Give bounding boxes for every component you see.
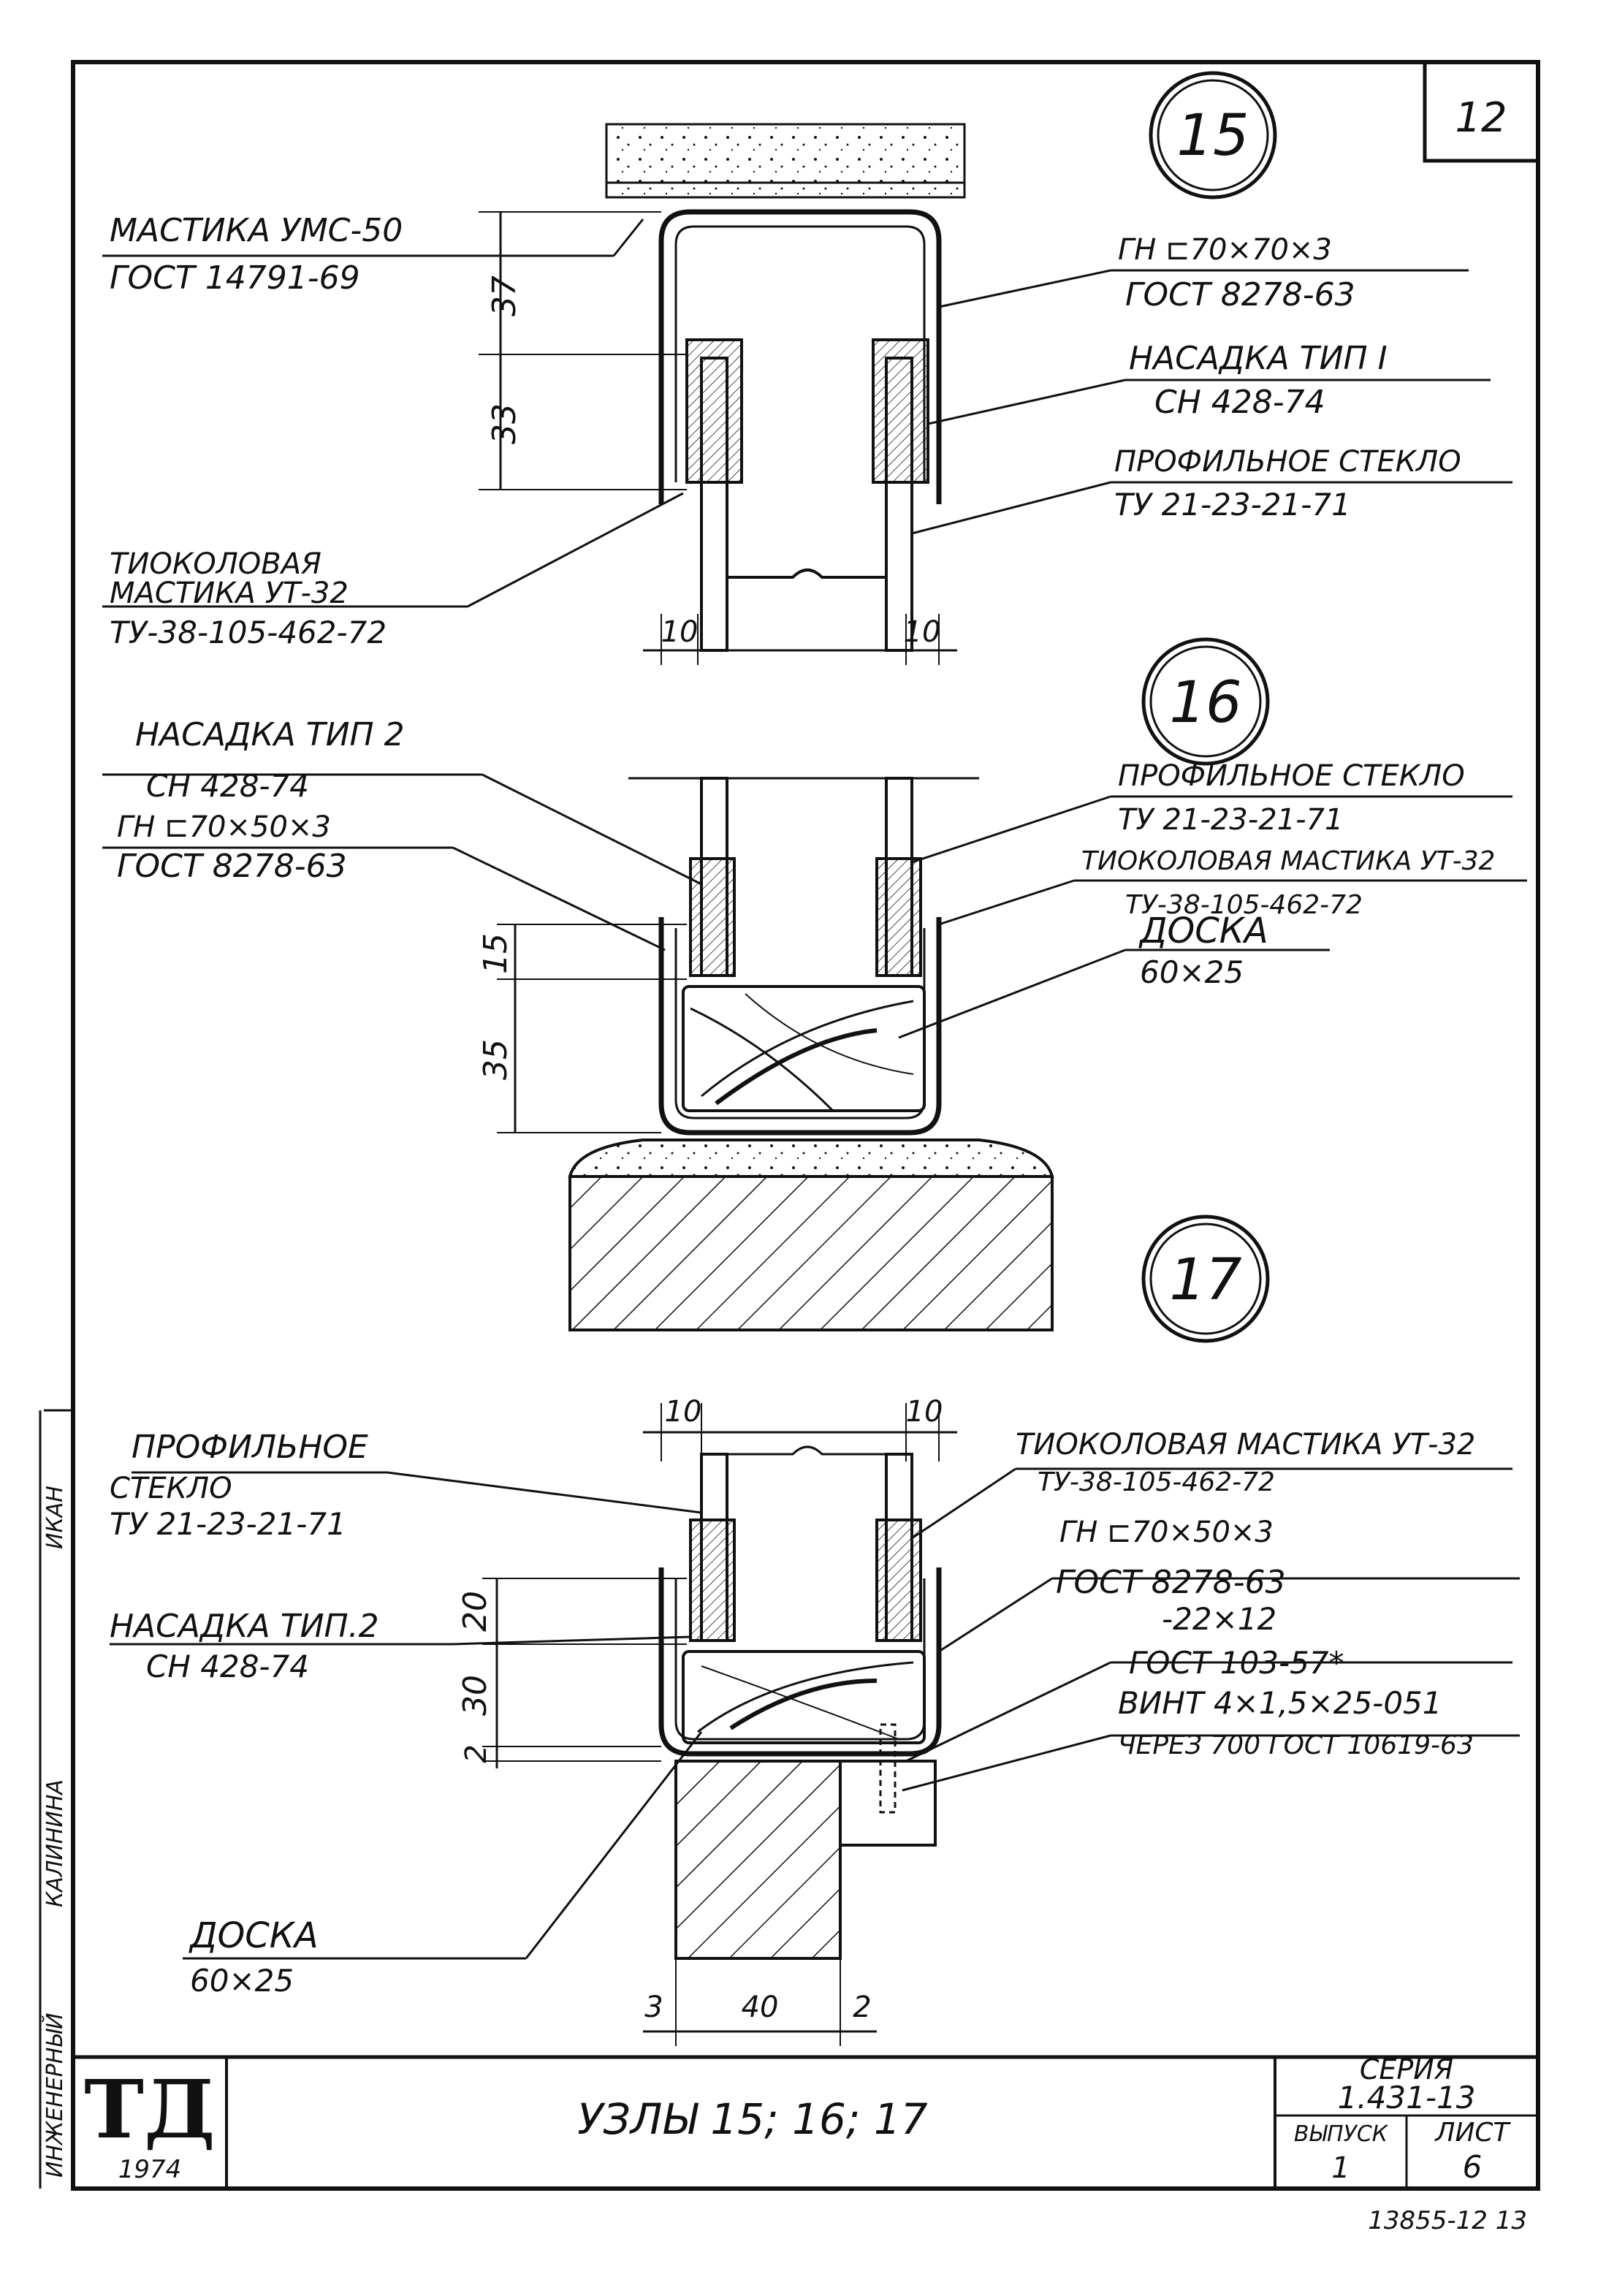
node-17-circle: [1141, 1214, 1270, 1343]
series-value: 1.431-13: [1338, 2080, 1476, 2116]
node-15-dim-33: 33: [486, 403, 523, 444]
node-17-nozzle-right: [875, 1518, 922, 1642]
node-15: 15 37 33 10 10: [102, 71, 1512, 665]
node-17-nozzle-code: СН 428-74: [146, 1649, 309, 1684]
node-17-post: [674, 1760, 842, 1960]
node-17-screw-name: ВИНТ 4×1,5×25-051: [1118, 1685, 1442, 1721]
node-15-mastic-ums-gost: ГОСТ 14791-69: [110, 259, 360, 297]
node-15-slab: [605, 123, 966, 199]
node-17-dim-3: 3: [644, 1991, 663, 2024]
node-15-dim-37: 37: [486, 275, 523, 316]
side-stamp-text-1: ИНЖЕНЕРНЫЙ: [42, 2013, 68, 2178]
node-16-channel-gost: ГОСТ 8278-63: [117, 848, 347, 885]
node-15-channel-inner: [674, 225, 926, 482]
node-16-base-top: [568, 1139, 1054, 1178]
node-17: 17 10 10 20 30 2: [110, 1214, 1520, 2046]
node-16-channel: [658, 917, 942, 1136]
node-16-dim-15: 15: [477, 933, 514, 974]
node-16-nozzle-name: НАСАДКА ТИП 2: [135, 716, 405, 753]
node-15-nozzle-left: [685, 338, 743, 484]
node-17-strip-gost: ГОСТ 103-57*: [1129, 1645, 1344, 1681]
node-16-nozzle-right: [875, 857, 922, 977]
node-15-glass-tu: ТУ 21-23-21-71: [1114, 487, 1351, 522]
node-15-circle-inner: [1157, 79, 1269, 191]
node-17-dim-30: 30: [457, 1675, 494, 1716]
node-17-glass-name: ПРОФИЛЬНОЕ: [132, 1429, 368, 1466]
node-15-thiokol-name: ТИОКОЛОВАЯ: [110, 547, 321, 581]
node-16-board-name: ДОСКА: [1138, 911, 1268, 951]
year: 1974: [118, 2155, 182, 2184]
issue-value: 1: [1331, 2151, 1350, 2185]
node-16-board: [682, 985, 926, 1112]
sheet-value: 6: [1463, 2149, 1483, 2185]
node-15-channel: [658, 209, 942, 504]
node-17-board: [682, 1650, 926, 1744]
node-15-nozzle-right: [872, 338, 929, 484]
node-17-thiokol-name: ТИОКОЛОВАЯ МАСТИКА УТ-32: [1016, 1428, 1475, 1461]
node-17-dim-40: 40: [742, 1991, 779, 2024]
node-17-glass-tu: ТУ 21-23-21-71: [110, 1506, 346, 1542]
node-17-channel-name: ГН ⊏70×50×3: [1059, 1516, 1274, 1549]
node-16-nozzle-left: [689, 857, 736, 977]
node-17-strip-size: -22×12: [1162, 1601, 1276, 1637]
node-16-channel-name: ГН ⊏70×50×3: [117, 810, 331, 844]
node-15-circle: [1149, 71, 1277, 199]
node-16-glass-tu: ТУ 21-23-21-71: [1118, 803, 1343, 837]
node-16-dim-35: 35: [477, 1039, 514, 1080]
node-16-nozzle-code: СН 428-74: [146, 768, 309, 804]
node-16-glass-name: ПРОФИЛЬНОЕ СТЕКЛО: [1118, 759, 1465, 793]
node-15-mastic-ums-name: МАСТИКА УМС-50: [110, 212, 403, 249]
node-15-dim-10-left: 10: [661, 615, 699, 649]
node-15-dim-10-right: 10: [904, 615, 941, 649]
node-17-board-name: ДОСКА: [189, 1915, 319, 1956]
series-label: СЕРИЯ: [1360, 2053, 1453, 2086]
node-17-nozzle-left: [689, 1518, 736, 1642]
node-17-channel-gost: ГОСТ 8278-63: [1056, 1564, 1286, 1601]
node-17-screw-spacing: ЧЕРЕЗ 700 ГОСТ 10619-63: [1118, 1730, 1474, 1760]
node-17-dim-20: 20: [457, 1591, 494, 1632]
node-17-strip: [839, 1760, 937, 1847]
side-stamp-text-2: КАЛИНИНА: [42, 1779, 68, 1907]
node-16: 16 15 35: [102, 637, 1527, 1331]
node-15-thiokol-mastic: МАСТИКА УТ-32: [110, 577, 349, 610]
node-15-glass-web: [727, 569, 886, 579]
drawing-title: УЗЛЫ 15; 16; 17: [577, 2094, 928, 2144]
node-17-board-size: 60×25: [190, 1963, 294, 1999]
node-15-nozzle-code: СН 428-74: [1154, 384, 1325, 421]
node-16-thiokol-tu: ТУ-38-105-462-72: [1125, 890, 1363, 920]
node-17-screw: [879, 1723, 897, 1814]
sheet-number-box: [1423, 60, 1540, 163]
sheet-frame: [71, 60, 1540, 2191]
node-17-number: 17: [1169, 1247, 1241, 1313]
node-16-thiokol-name: ТИОКОЛОВАЯ МАСТИКА УТ-32: [1081, 846, 1495, 876]
node-17-dim-10-right: 10: [906, 1395, 943, 1429]
node-16-circle: [1141, 637, 1270, 766]
node-16-base: [568, 1175, 1054, 1331]
sheet-label: ЛИСТ: [1434, 2118, 1511, 2148]
node-17-nozzle-name: НАСАДКА ТИП.2: [110, 1608, 379, 1645]
node-16-board-size: 60×25: [1140, 954, 1244, 990]
node-17-channel: [658, 1567, 942, 1757]
sheet-number: 12: [1455, 94, 1507, 142]
node-16-number: 16: [1169, 670, 1241, 736]
node-15-channel-name: ГН ⊏70×70×3: [1118, 233, 1332, 267]
side-stamp-text-3: ИКАН: [42, 1486, 68, 1549]
node-17-thiokol-tu: ТУ-38-105-462-72: [1038, 1467, 1275, 1497]
node-17-dim-2-bottom: 2: [853, 1991, 871, 2024]
logo: ТД: [84, 2062, 216, 2156]
footer-code: 13855-12 13: [1368, 2206, 1527, 2235]
title-block: ТД 1974 УЗЛЫ 15; 16; 17 СЕРИЯ 1.431-13 В…: [73, 2053, 1538, 2235]
node-15-nozzle-name: НАСАДКА ТИП I: [1129, 340, 1388, 377]
node-17-dim-10-left: 10: [665, 1395, 702, 1429]
node-15-channel-gost: ГОСТ 8278-63: [1125, 276, 1355, 313]
node-15-number: 15: [1176, 103, 1249, 169]
node-17-glass-name-2: СТЕКЛО: [110, 1472, 232, 1505]
node-15-thiokol-tu: ТУ-38-105-462-72: [110, 615, 387, 650]
node-17-dim-2: 2: [460, 1744, 493, 1763]
issue-label: ВЫПУСК: [1294, 2121, 1389, 2147]
node-15-glass-name: ПРОФИЛЬНОЕ СТЕКЛО: [1114, 445, 1461, 479]
side-stamp: ИНЖЕНЕРНЫЙ КАЛИНИНА ИКАН: [39, 1409, 73, 2189]
